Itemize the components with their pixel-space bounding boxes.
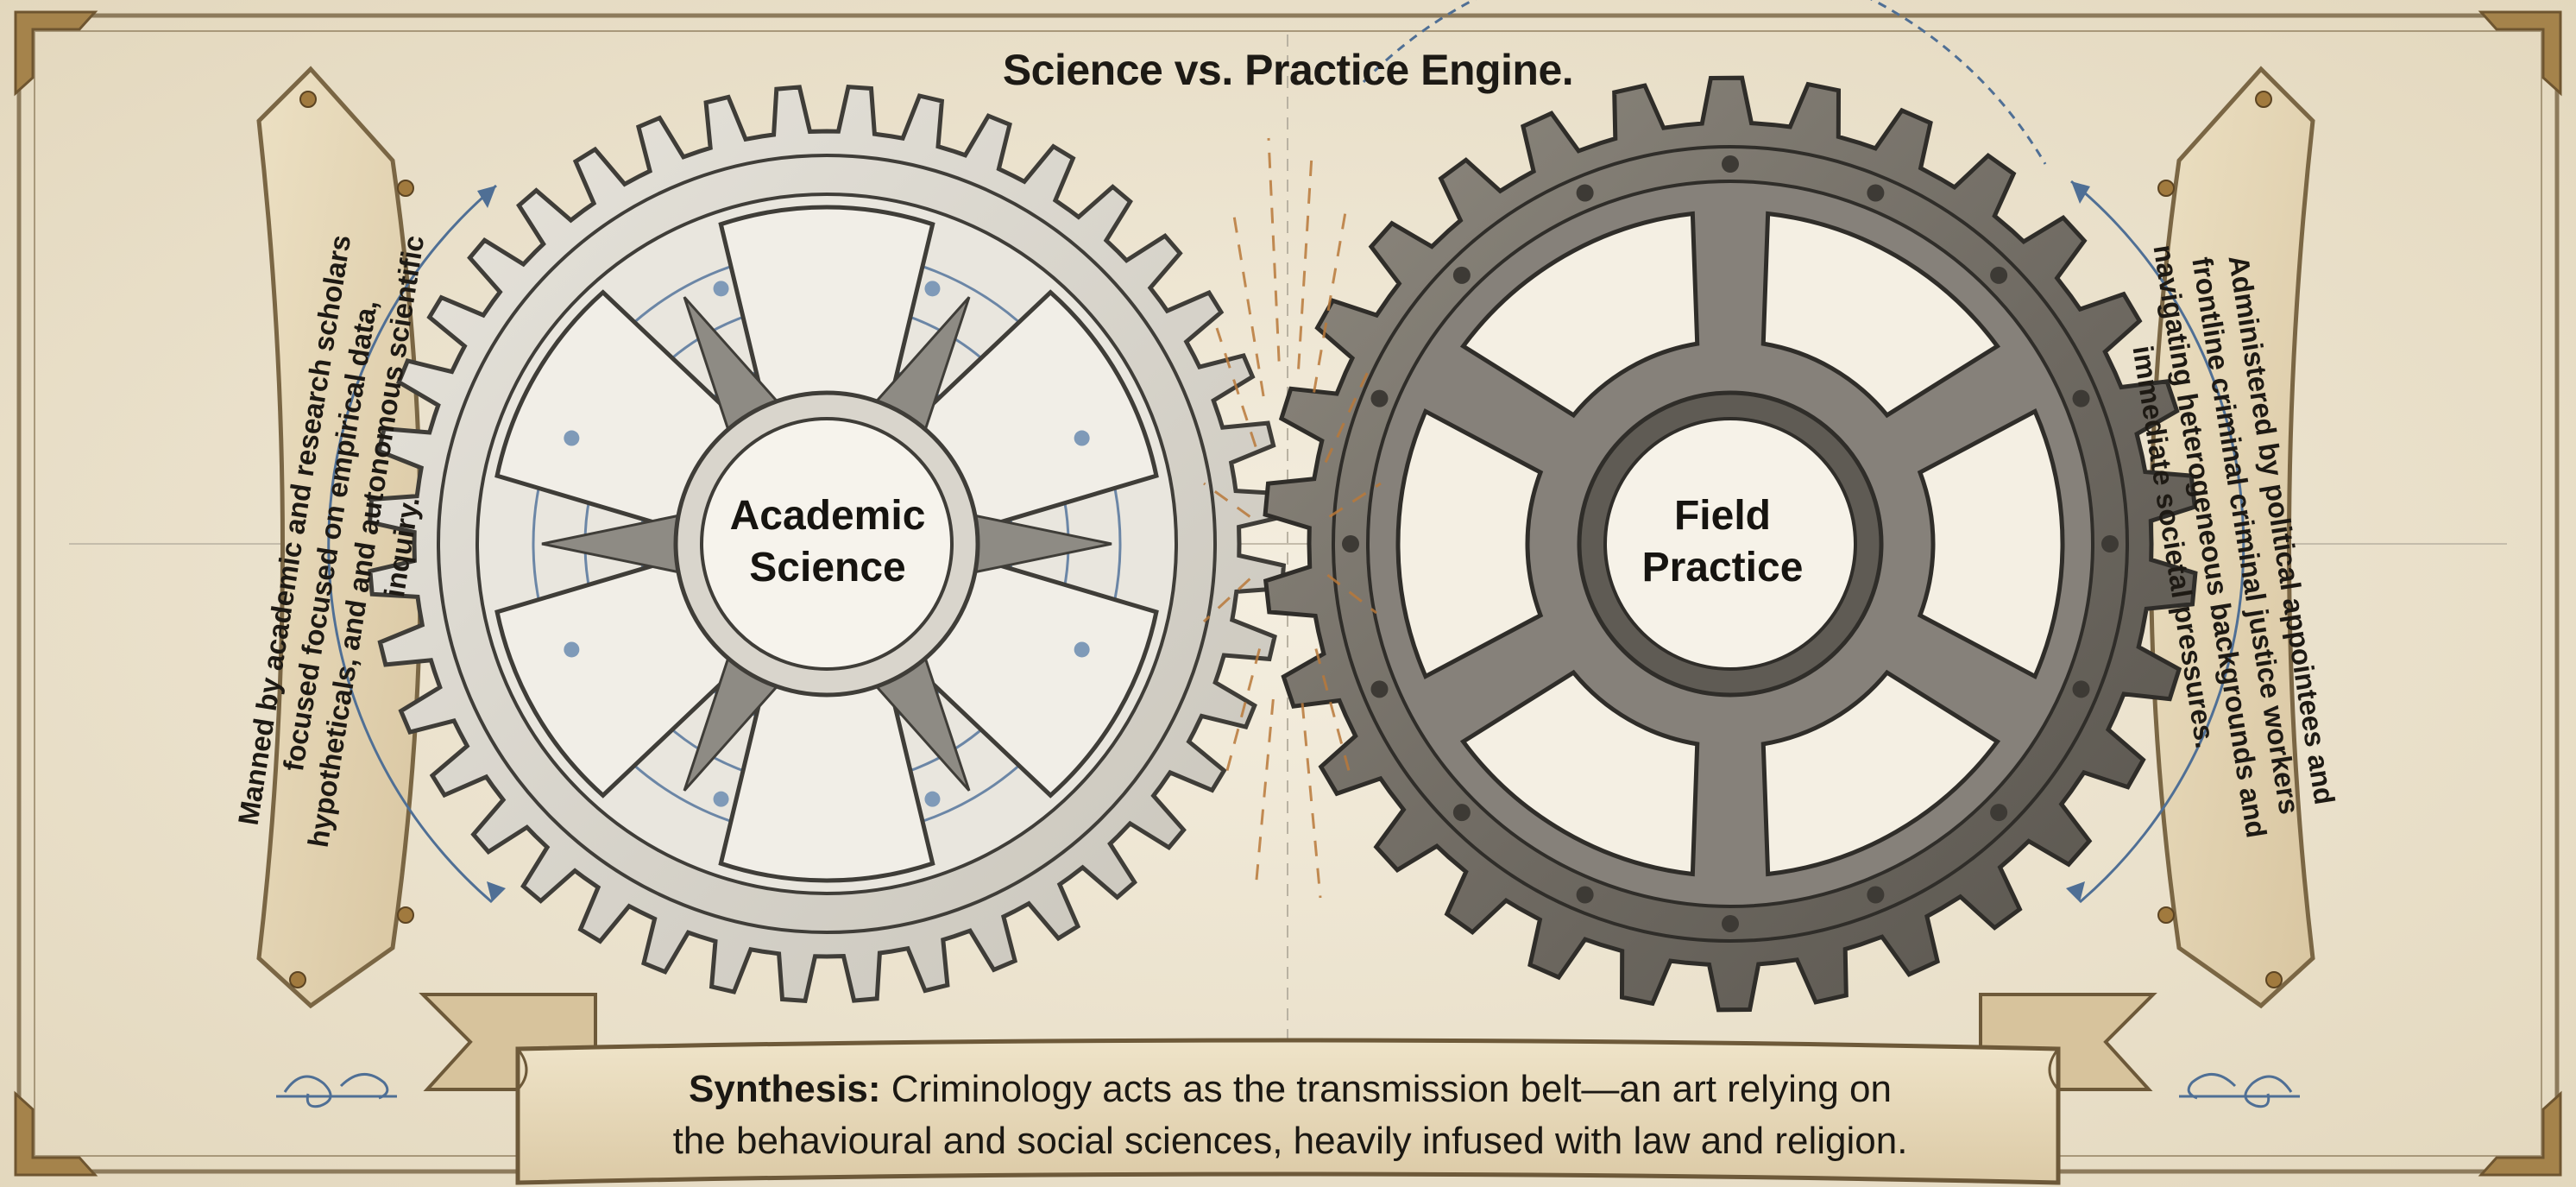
corner-ornament-top-left <box>14 10 98 97</box>
spark-streak <box>1202 578 1251 623</box>
right-gear-rivet <box>1370 680 1389 698</box>
spark-streak <box>1313 206 1348 393</box>
right-gear-window <box>1459 211 1700 419</box>
right-gear-rivet <box>1990 266 2008 284</box>
plaque-rivet <box>2157 180 2175 197</box>
left-rotation-arc <box>327 184 497 904</box>
left-arrowhead-top-icon <box>477 186 496 208</box>
left-gear-bolt <box>924 791 941 807</box>
right-gear-rivet <box>1452 266 1471 284</box>
right-arrowhead-bottom-icon <box>2066 881 2085 902</box>
corner-ornament-bottom-right <box>2478 1090 2562 1177</box>
synthesis-line2: the behavioural and social sciences, hea… <box>672 1120 1908 1162</box>
rotation-arrows <box>327 0 2245 904</box>
right-gear-rivet <box>1452 804 1471 822</box>
synthesis-line1: Synthesis: Criminology acts as the trans… <box>552 1064 2028 1115</box>
spark-streak <box>1232 215 1265 397</box>
spark-streak <box>1224 648 1262 778</box>
academic-science-label-line1: Academic <box>729 493 926 539</box>
left-gear-bolt <box>924 281 941 297</box>
academic-science-label-line2: Science <box>749 545 906 590</box>
plaque-rivet <box>397 180 414 197</box>
right-gear-hub <box>1603 417 1857 671</box>
plaque-rivet <box>2255 91 2272 108</box>
left-plaque <box>256 66 423 1009</box>
right-arrowhead-top-icon <box>2071 181 2090 204</box>
plaque-rivet <box>397 906 414 924</box>
left-gear-bolt <box>564 641 580 658</box>
diagram-title: Science vs. Practice Engine. <box>1002 46 1574 94</box>
right-gear-rivet <box>1342 535 1359 552</box>
academic-science-gear <box>367 84 1287 1004</box>
left-gear-window <box>915 289 1159 531</box>
synthesis-lead: Synthesis: <box>689 1068 881 1110</box>
plaque-rivet <box>289 971 306 988</box>
left-gear-bolt <box>1074 430 1090 446</box>
right-rotation-arc <box>2070 180 2245 904</box>
friction-sparks <box>1202 137 1382 899</box>
spark-streak <box>1267 137 1281 362</box>
academic-science-label: Academic Science <box>698 490 957 594</box>
right-gear-window <box>1395 408 1544 679</box>
plaque-rivet <box>299 91 317 108</box>
left-gear-hub <box>700 417 954 671</box>
left-gear-window <box>494 289 739 531</box>
right-gear-rivet <box>1370 389 1389 407</box>
left-gear-bolt <box>1074 641 1090 658</box>
right-gear-window <box>1917 408 2065 679</box>
left-gear-window <box>718 683 935 883</box>
right-gear-rivet <box>1722 915 1739 932</box>
right-gear-rivet <box>1722 155 1739 173</box>
top-rotation-arc <box>1362 0 2047 165</box>
plaque-rivet <box>2265 971 2283 988</box>
right-gear-rivet <box>1576 184 1594 202</box>
left-gear-window <box>718 205 935 405</box>
spark-streak <box>1297 155 1313 369</box>
flourish-ornaments <box>276 1073 2300 1108</box>
right-gear-window <box>1760 211 2001 419</box>
corner-ornament-bottom-left <box>14 1090 98 1177</box>
right-gear-rim <box>1332 145 2129 943</box>
field-practice-label: Field Practice <box>1593 490 1852 594</box>
spark-streak <box>1326 573 1377 615</box>
synthesis-text: Synthesis: Criminology acts as the trans… <box>552 1064 2028 1167</box>
right-flourish <box>2179 1073 2300 1108</box>
left-gear-bolt <box>713 281 729 297</box>
left-gear-bolt <box>713 791 729 807</box>
field-practice-label-line2: Practice <box>1641 545 1804 590</box>
spark-streak <box>1328 482 1382 518</box>
spark-streak <box>1203 482 1251 518</box>
corner-ornaments <box>14 10 2562 1177</box>
right-gear-rivet <box>2072 680 2090 698</box>
left-flourish <box>276 1073 397 1108</box>
right-gear-rivet <box>1867 184 1885 202</box>
right-gear-rivet <box>1576 886 1594 904</box>
spark-streak <box>1324 362 1374 464</box>
right-gear-rivet <box>1990 804 2008 822</box>
right-gear-rivet <box>2072 389 2090 407</box>
spark-streak <box>1215 327 1257 447</box>
spark-streak <box>1254 698 1275 890</box>
left-gear-rim <box>437 154 1217 934</box>
synthesis-line1-text: Criminology acts as the transmission bel… <box>891 1068 1892 1110</box>
plaque-rivet <box>2157 906 2175 924</box>
left-gear-bolt <box>564 430 580 446</box>
spark-streak <box>1314 648 1352 778</box>
left-arrowhead-bottom-icon <box>487 881 506 902</box>
right-gear-window <box>1459 669 1700 877</box>
field-practice-label-line1: Field <box>1673 493 1771 539</box>
right-gear-rivet <box>1867 886 1885 904</box>
right-gear-window <box>1760 669 2001 877</box>
left-gear-window <box>494 557 739 799</box>
spark-streak <box>1301 703 1322 899</box>
synthesis-ribbon <box>419 993 2157 1185</box>
right-gear-rivet <box>2101 535 2119 552</box>
corner-ornament-top-right <box>2478 10 2562 97</box>
field-practice-gear <box>1263 75 2198 1013</box>
left-gear-window <box>915 557 1159 799</box>
